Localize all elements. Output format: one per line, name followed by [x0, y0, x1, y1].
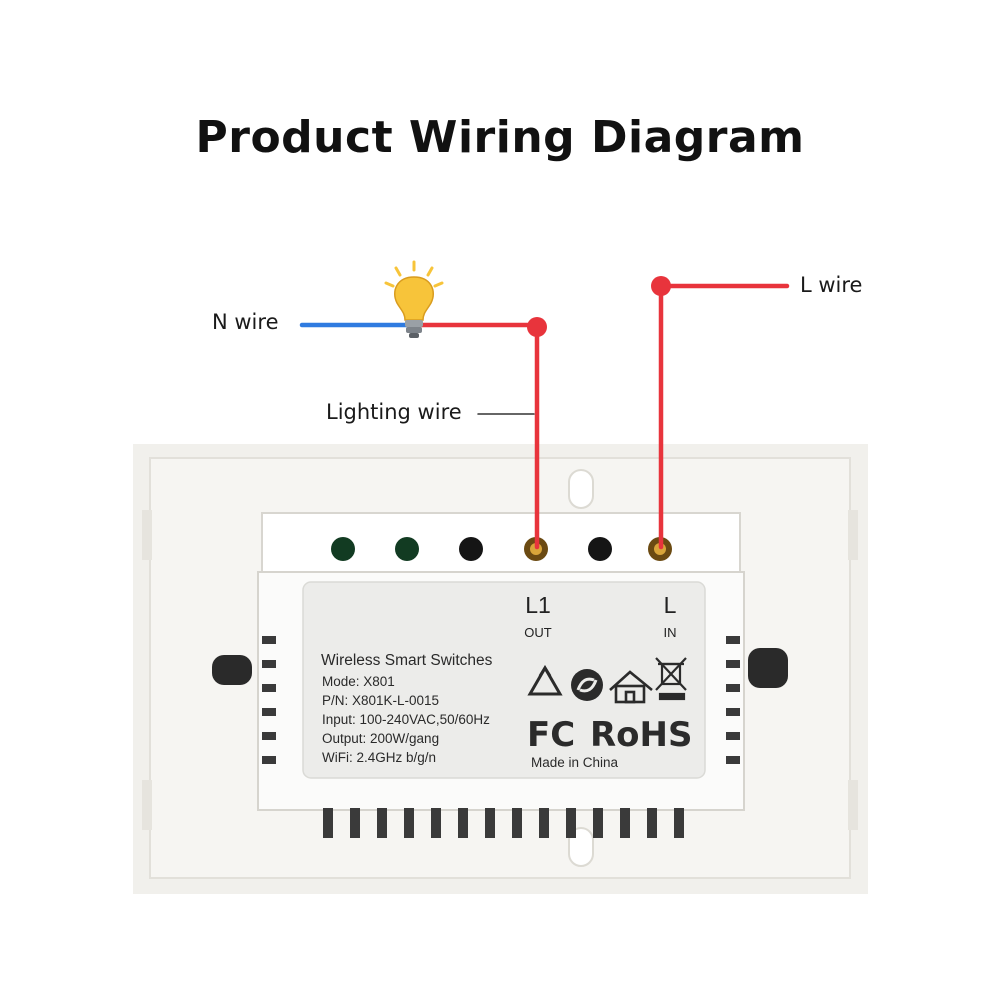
l-wire-label: L wire — [800, 273, 863, 297]
terminal-hole — [459, 537, 483, 561]
left-side-vents — [262, 636, 276, 764]
green-dot-icon — [571, 669, 603, 701]
terminal-in-label: L — [664, 592, 677, 618]
spec-pn: P/N: X801K-L-0015 — [322, 693, 439, 708]
terminal-out-label: L1 — [525, 592, 551, 618]
terminal-in-sublabel: IN — [664, 625, 677, 640]
spec-sticker: L1 OUT L IN Wireless Smart Switches Mode… — [302, 581, 706, 779]
wires — [299, 276, 790, 550]
house-icon — [609, 670, 653, 704]
fc-logo: FC — [527, 715, 575, 755]
weee-bin-icon — [655, 657, 687, 701]
lighting-wire-label: Lighting wire — [326, 400, 462, 424]
terminal-hole — [588, 537, 612, 561]
recycle-icon — [527, 664, 563, 696]
terminal-hole — [395, 537, 419, 561]
product-name: Wireless Smart Switches — [321, 652, 493, 669]
spec-output: Output: 200W/gang — [322, 731, 439, 746]
terminal-out-sublabel: OUT — [524, 625, 552, 640]
rohs-logo: RoHS — [590, 715, 692, 755]
junction-dot — [651, 276, 671, 296]
spec-input: Input: 100-240VAC,50/60Hz — [322, 712, 490, 727]
bottom-vents — [323, 808, 684, 838]
right-side-vents — [726, 636, 740, 764]
spec-wifi: WiFi: 2.4GHz b/g/n — [322, 750, 436, 765]
page-title: Product Wiring Diagram — [195, 112, 805, 163]
terminal-hole — [331, 537, 355, 561]
n-wire-label: N wire — [212, 310, 279, 334]
junction-dot — [527, 317, 547, 337]
spec-mode: Mode: X801 — [322, 674, 395, 689]
light-bulb-icon — [384, 260, 444, 338]
made-in-label: Made in China — [531, 755, 619, 770]
